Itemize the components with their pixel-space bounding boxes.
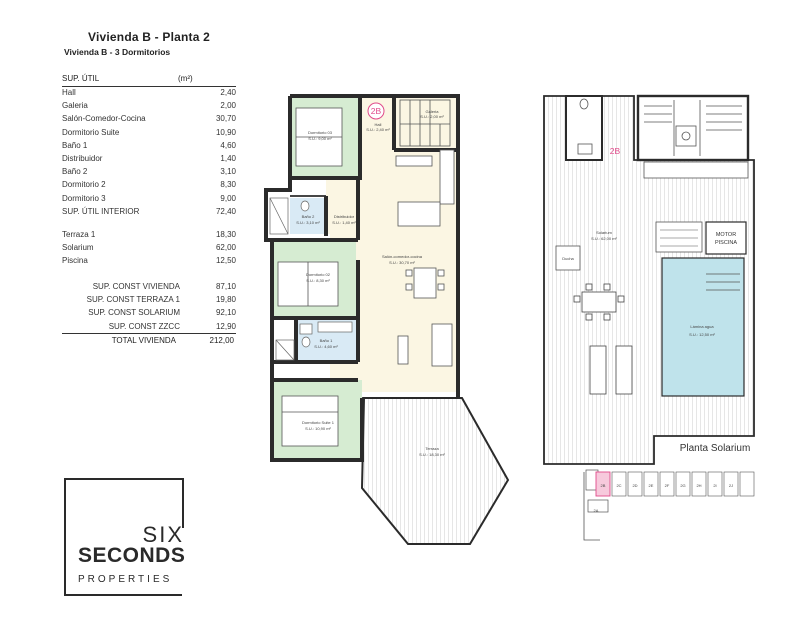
key-label: 2C: [616, 483, 621, 488]
brand-line2: SECONDS: [78, 544, 186, 567]
unit-tag-circle: [367, 102, 385, 120]
key-label: 2J: [729, 483, 733, 488]
dining-table: [413, 267, 437, 299]
solarium-unit-tag: 2B: [610, 146, 621, 156]
label-bano2-sub: S.U.: 3,10 m²: [296, 220, 320, 225]
label-hall: Hall: [375, 122, 382, 127]
label-distrib: Distribuidor: [334, 214, 355, 219]
label-galeria: Galeria: [426, 109, 440, 114]
kitchen-island: [397, 201, 441, 227]
key-plan: 2A 2B 2C 2D 2E 2F 2G 2H 2I 2J: [583, 469, 755, 541]
sunbed-2: [615, 345, 633, 395]
sink-bano-1: [317, 321, 353, 333]
label-distrib-sub: S.U.: 1,40 m²: [332, 220, 356, 225]
bed-suite: [281, 395, 339, 447]
brand-logo: SIX SECONDS PROPERTIES: [64, 478, 186, 596]
pool: [661, 257, 745, 397]
toilet-bano-2: [300, 200, 310, 212]
label-bano1: Baño 1: [320, 338, 333, 343]
label-solarium: Solarium: [596, 230, 612, 235]
tv-unit: [397, 335, 409, 365]
key-label: 2A: [594, 508, 599, 513]
label-hall-sub: S.U.: 2,40 m²: [366, 127, 390, 132]
shower-solarium: [555, 245, 581, 271]
label-dorm2: Dormitorio 02: [306, 272, 331, 277]
key-label: 2B: [601, 483, 606, 488]
brand-line1: SIX: [142, 522, 184, 547]
label-lamina-sub: S.U.: 12,50 m²: [689, 332, 715, 337]
terraza-area: [360, 397, 510, 545]
kitchen-counter: [439, 149, 455, 205]
areas-header: SUP. ÚTIL (m²): [62, 74, 236, 87]
label-dorm2-sub: S.U.: 8,30 m²: [306, 278, 330, 283]
label-dorm3-sub: S.U.: 9,00 m²: [308, 136, 332, 141]
apartment-plan: 2B Dormitorio 03 S.U.: 9,00 m² Hall S.U.…: [264, 94, 510, 545]
unit-tag-label: 2B: [371, 106, 382, 116]
label-bano1-sub: S.U.: 4,60 m²: [314, 344, 338, 349]
label-lamina: Lámina agua: [690, 324, 714, 329]
key-label: 2E: [649, 483, 654, 488]
distribuidor-area: [326, 180, 358, 234]
label-dorm3: Dormitorio 03: [308, 130, 333, 135]
key-label: 2H: [696, 483, 701, 488]
label-salon-sub: S.U.: 30,70 m²: [389, 260, 415, 265]
solarium-bar-counter: [643, 161, 749, 179]
label-galeria-sub: S.U.: 2,00 m²: [420, 114, 444, 119]
key-unit-2b: [595, 471, 611, 497]
page-subtitle: Vivienda B - 3 Dormitorios: [64, 47, 171, 57]
key-label: 2G: [680, 483, 685, 488]
total-row: TOTAL VIVIENDA 212,00: [62, 333, 236, 347]
label-terraza: Terraza: [425, 446, 439, 451]
label-ducha: Ducha: [562, 256, 574, 261]
label-bano2: Baño 2: [302, 214, 315, 219]
brand-line3: PROPERTIES: [78, 574, 173, 585]
label-suite-sub: S.U.: 10,90 m²: [305, 426, 331, 431]
key-label: 2I: [713, 483, 716, 488]
solarium-plan: 2B Solarium S.U.: 62,00 m² Ducha Lámina …: [543, 94, 755, 465]
page-title: Vivienda B - Planta 2: [88, 30, 211, 44]
areas-unit-label: (m²): [178, 74, 193, 83]
toilet-bano-1: [301, 336, 311, 348]
key-label: 2D: [632, 483, 637, 488]
label-terraza-sub: S.U.: 18,30 m²: [419, 452, 445, 457]
label-planta-solarium: Planta Solarium: [680, 443, 751, 454]
kitchen-top-counter: [395, 155, 433, 167]
label-solarium-sub: S.U.: 62,00 m²: [591, 236, 617, 241]
solarium-table: [581, 291, 617, 313]
areas-col-label: SUP. ÚTIL: [62, 74, 100, 83]
label-suite: Dormitorio Suite 1: [302, 420, 335, 425]
sofa: [431, 323, 453, 367]
sunbed-1: [589, 345, 607, 395]
key-label: 2F: [665, 483, 670, 488]
label-salon: Salón-comedor-cocina: [382, 254, 423, 259]
